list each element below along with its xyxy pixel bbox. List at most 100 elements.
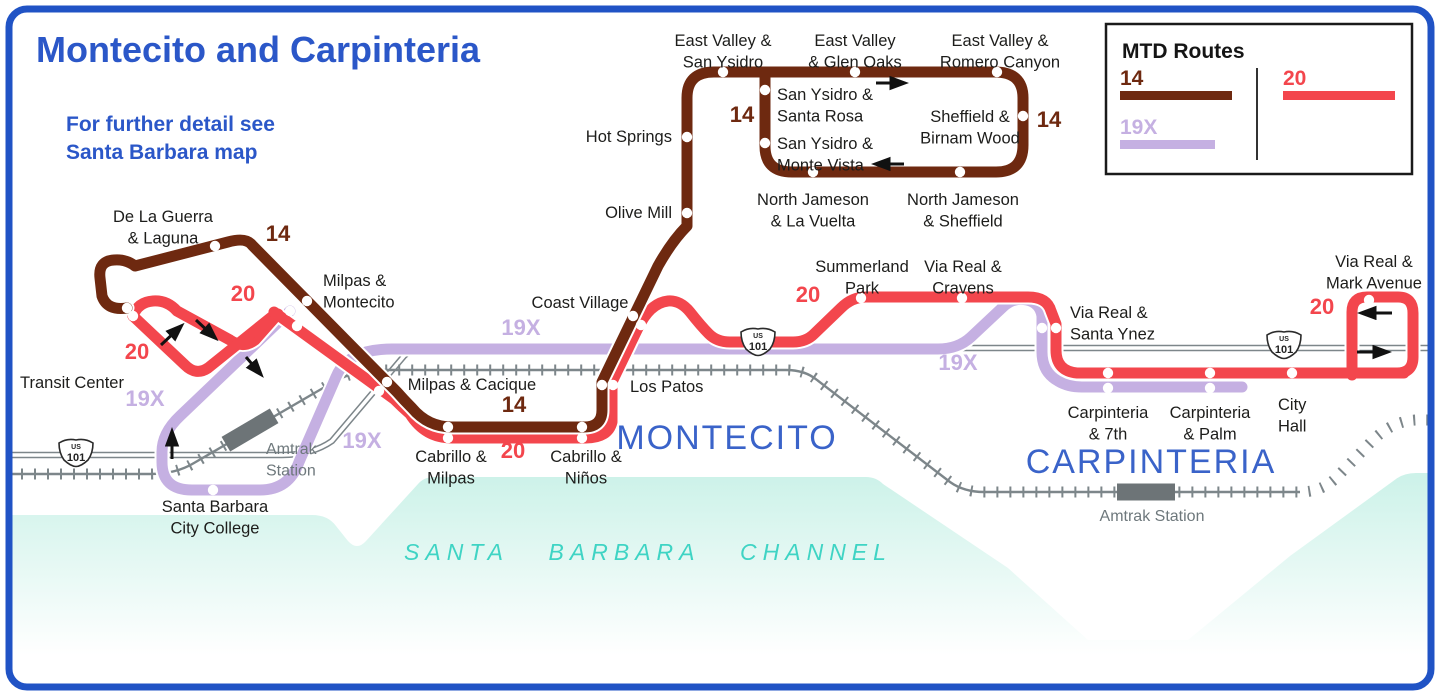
stop-dot-carpinteria-7th xyxy=(1102,382,1114,394)
stop-dot-transit-center xyxy=(127,310,139,322)
station-label-san-ysidro-monte-vista: San Ysidro &Monte Vista xyxy=(777,135,873,175)
station-label-olive-mill: Olive Mill xyxy=(605,204,672,222)
station-label-hot-springs: Hot Springs xyxy=(586,128,672,146)
stop-dot-cabrillo-ni-os xyxy=(576,421,588,433)
legend-route-19x-label: 19X xyxy=(1120,116,1157,139)
station-label-east-valley-san-ysidro: East Valley &San Ysidro xyxy=(675,32,772,72)
route-marker-20: 20 xyxy=(231,281,255,306)
svg-text:US: US xyxy=(1279,336,1289,343)
stop-dot-los-patos xyxy=(596,379,608,391)
stop-dot-cabrillo-ni-os xyxy=(576,432,588,444)
ocean-shape xyxy=(10,473,1430,686)
stop-dot-north-jameson-sheffield xyxy=(954,166,966,178)
railroad-line xyxy=(10,368,1300,494)
svg-text:US: US xyxy=(71,444,81,451)
direction-arrow-se-icon xyxy=(244,356,264,378)
direction-arrow-ne-icon xyxy=(159,322,185,347)
legend-route-20-swatch xyxy=(1283,91,1395,100)
route-marker-20: 20 xyxy=(501,438,525,463)
map-border xyxy=(5,5,1435,691)
station-label-sheffield-birnam-wood: Sheffield &Birnam Wood xyxy=(920,108,1020,148)
amtrak-station-label-2: Amtrak Station xyxy=(1100,508,1205,525)
stop-dot-milpas-montecito xyxy=(301,295,313,307)
route-19x-line xyxy=(156,293,1248,496)
legend-route-19x-swatch xyxy=(1120,140,1215,149)
station-label-milpas-montecito: Milpas &Montecito xyxy=(323,272,395,312)
stop-dot-east-valley-san-ysidro xyxy=(717,66,729,78)
stop-dot-milpas-cacique xyxy=(373,385,385,397)
route-marker-19X: 19X xyxy=(938,350,977,375)
stop-dot xyxy=(284,305,296,317)
amtrak-station-marker-carp xyxy=(1117,483,1175,501)
station-label-de-la-guerra-laguna: De La Guerra& Laguna xyxy=(113,208,214,248)
svg-text:101: 101 xyxy=(1275,344,1293,356)
map-note-line2: Santa Barbara map xyxy=(66,141,257,164)
stop-dot-north-jameson-la-vuelta xyxy=(807,166,819,178)
route-marker-20: 20 xyxy=(125,339,149,364)
amtrak-station-marker-sb xyxy=(221,408,279,452)
stop-dot-via-real-cravens xyxy=(956,292,968,304)
legend-title: MTD Routes xyxy=(1122,40,1245,63)
route-marker-14: 14 xyxy=(1037,107,1062,132)
station-label-los-patos: Los Patos xyxy=(630,378,703,396)
stop-dot-via-real-santa-ynez xyxy=(1036,322,1048,334)
stop-dot-coast-village xyxy=(627,310,639,322)
station-label-east-valley-romero-canyon: East Valley &Romero Canyon xyxy=(940,32,1060,72)
station-label-east-valley-glen-oaks: East Valley& Glen Oaks xyxy=(808,32,902,72)
stop-dot-east-valley-glen-oaks xyxy=(849,66,861,78)
route-marker-19X: 19X xyxy=(125,386,164,411)
stop-dot-transit-center xyxy=(121,302,133,314)
stop-dot-east-valley-romero-canyon xyxy=(991,66,1003,78)
route-marker-19X: 19X xyxy=(342,428,381,453)
stop-dot-cabrillo-milpas xyxy=(442,432,454,444)
stop-dot-san-ysidro-santa-rosa xyxy=(759,84,771,96)
station-label-carpinteria-palm: Carpinteria& Palm xyxy=(1170,404,1252,444)
stop-dot-milpas-montecito xyxy=(291,320,303,332)
stop-dot-coast-village xyxy=(635,319,647,331)
route-marker-14: 14 xyxy=(266,221,291,246)
route-marker-14: 14 xyxy=(730,102,755,127)
station-label-milpas-cacique: Milpas & Cacique xyxy=(408,376,536,394)
route-marker-20: 20 xyxy=(1310,294,1334,319)
station-label-carpinteria-7th: Carpinteria& 7th xyxy=(1068,404,1150,444)
station-label-coast-village: Coast Village xyxy=(532,294,629,312)
station-label-via-real-mark-avenue: Via Real &Mark Avenue xyxy=(1326,253,1422,293)
station-label-north-jameson-la-vuelta: North Jameson& La Vuelta xyxy=(757,191,869,231)
station-label-via-real-santa-ynez: Via Real &Santa Ynez xyxy=(1070,304,1155,344)
stop-dot-carpinteria-palm xyxy=(1204,382,1216,394)
map-labels: Transit Center De La Guerra& LagunaMilpas… xyxy=(20,32,1422,538)
region-label-montecito: MONTECITO xyxy=(616,419,837,457)
legend-route-14-label: 14 xyxy=(1120,67,1144,90)
legend-route-14-swatch xyxy=(1120,91,1232,100)
region-label-carpinteria: CARPINTERIA xyxy=(1026,443,1277,481)
stop-dot-via-real-mark-avenue xyxy=(1363,294,1375,306)
direction-arrows xyxy=(159,75,1392,459)
station-label-transit-center: Transit Center xyxy=(20,374,124,392)
svg-text:US: US xyxy=(753,333,763,340)
stop-dot-via-real-santa-ynez xyxy=(1050,322,1062,334)
station-label-san-ysidro-santa-rosa: San Ysidro &Santa Rosa xyxy=(777,86,873,126)
stop-dot-cabrillo-milpas xyxy=(442,421,454,433)
stop-dots xyxy=(121,66,1375,496)
station-label-via-real-cravens: Via Real &Cravens xyxy=(924,258,1002,298)
direction-arrow-se-icon xyxy=(194,318,219,342)
stop-dot-olive-mill xyxy=(681,207,693,219)
stop-dot-san-ysidro-monte-vista xyxy=(759,137,771,149)
route-marker-14: 14 xyxy=(502,392,527,417)
stop-dot-carpinteria-palm xyxy=(1204,367,1216,379)
stop-dot-milpas-cacique xyxy=(381,376,393,388)
stop-dot-city-hall xyxy=(1286,367,1298,379)
svg-text:101: 101 xyxy=(749,341,767,353)
stop-dot-carpinteria-7th xyxy=(1102,367,1114,379)
legend-route-20-label: 20 xyxy=(1283,67,1306,90)
svg-text:101: 101 xyxy=(67,452,85,464)
station-label-north-jameson-sheffield: North Jameson& Sheffield xyxy=(907,191,1019,231)
